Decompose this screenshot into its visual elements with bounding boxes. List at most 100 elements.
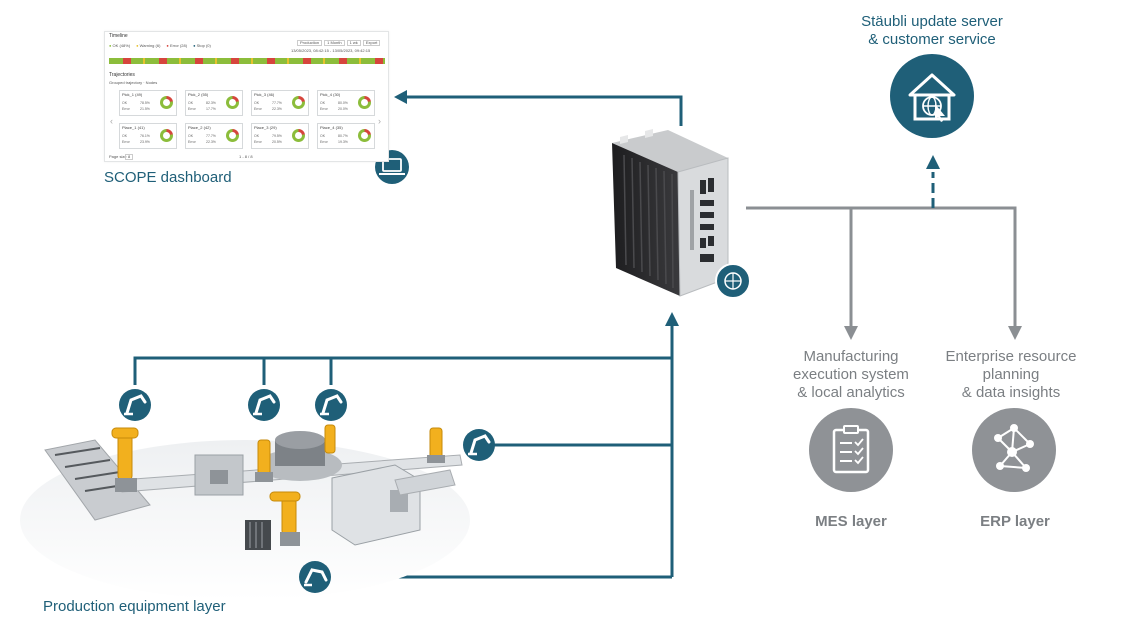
card-ok-value: 79.5% <box>272 134 282 138</box>
arrowhead-erp <box>1008 326 1022 340</box>
update-server-line-2: & customer service <box>868 31 996 48</box>
dashboard-legend: ● OK (48%) ● Warning (6) ● Error (28) ● … <box>109 43 211 48</box>
card-title: Place_3 (29) <box>254 125 277 130</box>
industrial-pc-illustration <box>612 129 729 297</box>
update-server-line-1: Stäubli update server <box>861 13 1003 30</box>
legend-stop: ● Stop (0) <box>193 43 211 48</box>
legend-ok: ● OK (48%) <box>109 43 131 48</box>
btn-month[interactable]: 1 Month <box>324 40 345 47</box>
card-donut-chart <box>358 129 371 142</box>
card-ok-label: OK <box>122 101 128 105</box>
pc-to-dashboard-line <box>402 95 683 126</box>
network-graph-icon <box>972 408 1056 492</box>
card-error-label: Error <box>122 107 130 111</box>
card-title: Pick_1 (49) <box>122 92 143 97</box>
trajectory-card[interactable]: Place_3 (29) OK 79.5% Error 20.5% <box>251 123 309 149</box>
checklist-icon <box>809 408 893 492</box>
card-error-value: 19.3% <box>338 140 348 144</box>
trajectories-title: Trajectories <box>109 72 135 78</box>
legend-error: ● Error (28) <box>166 43 188 48</box>
production-line-illustration <box>20 424 470 600</box>
card-ok-value: 80.0% <box>338 101 348 105</box>
robot-bus-line <box>133 356 672 385</box>
card-title: Place_2 (42) <box>188 125 211 130</box>
card-error-value: 17.7% <box>206 107 216 111</box>
card-donut-chart <box>226 129 239 142</box>
card-ok-label: OK <box>320 134 326 138</box>
erp-description: Enterprise resource planning & data insi… <box>931 348 1091 402</box>
scope-dashboard-screenshot: Timeline ● OK (48%) ● Warning (6) ● Erro… <box>104 31 389 162</box>
mes-layer-label: MES layer <box>815 513 887 530</box>
card-ok-label: OK <box>320 101 326 105</box>
erp-layer-label: ERP layer <box>980 513 1050 530</box>
scope-dashboard-label: SCOPE dashboard <box>104 169 232 186</box>
card-error-label: Error <box>122 140 130 144</box>
erp-desc-line-3: & data insights <box>961 384 1061 401</box>
robot-icon-3 <box>315 389 347 421</box>
mes-description: Manufacturing execution system & local a… <box>771 348 931 402</box>
gray-connectors <box>746 172 1017 330</box>
btn-week[interactable]: 1 wk <box>346 40 361 47</box>
card-error-value: 20.5% <box>272 140 282 144</box>
it-bus-line <box>746 206 1017 330</box>
card-error-label: Error <box>320 140 328 144</box>
card-ok-value: 77.7% <box>272 101 282 105</box>
erp-desc-line-2: planning <box>982 366 1040 383</box>
trajectories-subtitle: Grouped trajectory · Nodes <box>109 80 158 85</box>
update-server-label: Stäubli update server & customer service <box>822 13 1042 49</box>
page-size-select[interactable]: 8 <box>125 154 134 161</box>
robot-icon-5 <box>299 561 331 593</box>
trajectory-card[interactable]: Pick_3 (46) OK 77.7% Error 22.3% <box>251 90 309 116</box>
dashboard-timeline-title: Timeline <box>109 33 128 39</box>
card-ok-label: OK <box>122 134 128 138</box>
dashboard-toolbar: Production 1 Month 1 wk Export <box>297 40 381 47</box>
card-donut-chart <box>292 96 305 109</box>
arrowhead-pc <box>665 312 679 326</box>
card-error-value: 21.5% <box>140 107 150 111</box>
arrowhead-mes <box>844 326 858 340</box>
card-donut-chart <box>160 96 173 109</box>
card-error-label: Error <box>254 140 262 144</box>
mes-desc-line-3: & local analytics <box>797 384 905 401</box>
robot-icon-2 <box>248 389 280 421</box>
pagination-text: 1 - 8 / 8 <box>239 154 253 159</box>
card-donut-chart <box>292 129 305 142</box>
card-error-value: 22.3% <box>206 140 216 144</box>
card-title: Pick_2 (55) <box>188 92 209 97</box>
card-error-label: Error <box>188 140 196 144</box>
mes-desc-line-2: execution system <box>793 366 909 383</box>
btn-export[interactable]: Export <box>362 40 381 47</box>
legend-warning: ● Warning (6) <box>136 43 161 48</box>
card-error-label: Error <box>188 107 196 111</box>
btn-production[interactable]: Production <box>297 40 323 47</box>
dashboard-date-range: 13/05/2023, 08:42:15 - 13/05/2023, 09:42… <box>291 48 371 53</box>
card-ok-label: OK <box>254 134 260 138</box>
card-error-label: Error <box>254 107 262 111</box>
robot-icon-1 <box>119 389 151 421</box>
card-ok-label: OK <box>254 101 260 105</box>
card-error-value: 22.3% <box>272 107 282 111</box>
card-donut-chart <box>226 96 239 109</box>
card-donut-chart <box>358 96 371 109</box>
card-error-value: 20.0% <box>338 107 348 111</box>
arrowhead-dashboard <box>394 90 407 104</box>
card-title: Pick_3 (46) <box>254 92 275 97</box>
mes-desc-line-1: Manufacturing <box>803 348 899 365</box>
card-donut-chart <box>160 129 173 142</box>
card-title: Place_4 (35) <box>320 125 343 130</box>
dashboard-timeline-bar <box>109 58 385 64</box>
card-title: Pick_4 (30) <box>320 92 341 97</box>
prev-arrow-icon[interactable]: ‹ <box>110 116 113 126</box>
card-ok-value: 76.1% <box>140 134 150 138</box>
next-arrow-icon[interactable]: › <box>378 116 381 126</box>
card-error-value: 23.9% <box>140 140 150 144</box>
production-layer-label: Production equipment layer <box>43 598 226 615</box>
pc-network-icon <box>715 263 751 299</box>
card-ok-value: 82.3% <box>206 101 216 105</box>
